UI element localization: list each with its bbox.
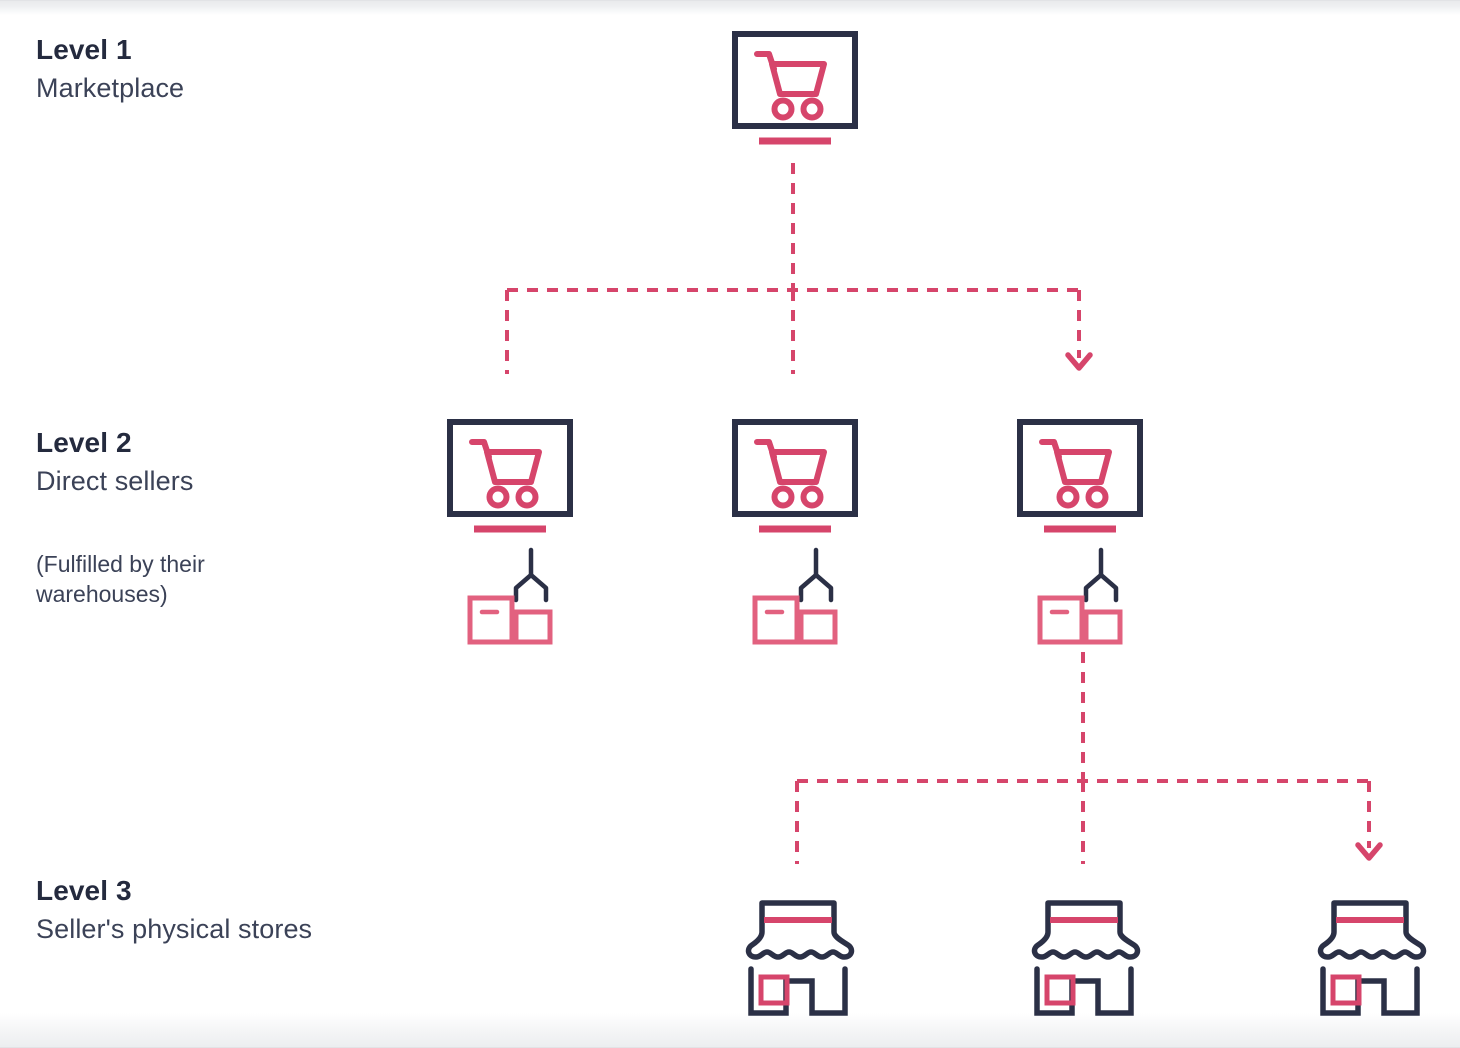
monitor-cart-icon-seller-1[interactable] — [450, 422, 570, 529]
level-1-label-group: Level 1 Marketplace — [36, 33, 184, 104]
monitor-cart-icon-seller-2[interactable] — [735, 422, 855, 529]
storefront-icon-store-1[interactable] — [749, 903, 852, 1013]
level-2-title: Level 2 — [36, 427, 132, 458]
warehouse-icon-seller-2[interactable] — [755, 550, 835, 642]
level-1-title: Level 1 — [36, 34, 132, 65]
monitor-cart-icon-seller-3[interactable] — [1020, 422, 1140, 529]
level-3-title: Level 3 — [36, 875, 132, 906]
connector-level1-to-level2 — [505, 163, 1081, 374]
storefront-icon-store-3[interactable] — [1321, 903, 1424, 1013]
monitor-cart-icon-marketplace[interactable] — [735, 34, 855, 141]
level-3-subtitle: Seller's physical stores — [36, 914, 313, 945]
storefront-icon-store-2[interactable] — [1035, 903, 1138, 1013]
connector-level2-to-level3 — [795, 652, 1371, 864]
level-3-label-group: Level 3 Seller's physical stores — [36, 874, 312, 945]
level-2-note-group: (Fulfilled by their warehouses) — [36, 549, 286, 610]
level-1-subtitle: Marketplace — [36, 73, 185, 104]
warehouse-icon-seller-3[interactable] — [1040, 550, 1120, 642]
level-2-subtitle: Direct sellers — [36, 466, 194, 497]
level-2-label-group: Level 2 Direct sellers — [36, 426, 193, 497]
warehouse-icon-seller-1[interactable] — [470, 550, 550, 642]
level-2-note: (Fulfilled by their warehouses) — [36, 551, 205, 608]
